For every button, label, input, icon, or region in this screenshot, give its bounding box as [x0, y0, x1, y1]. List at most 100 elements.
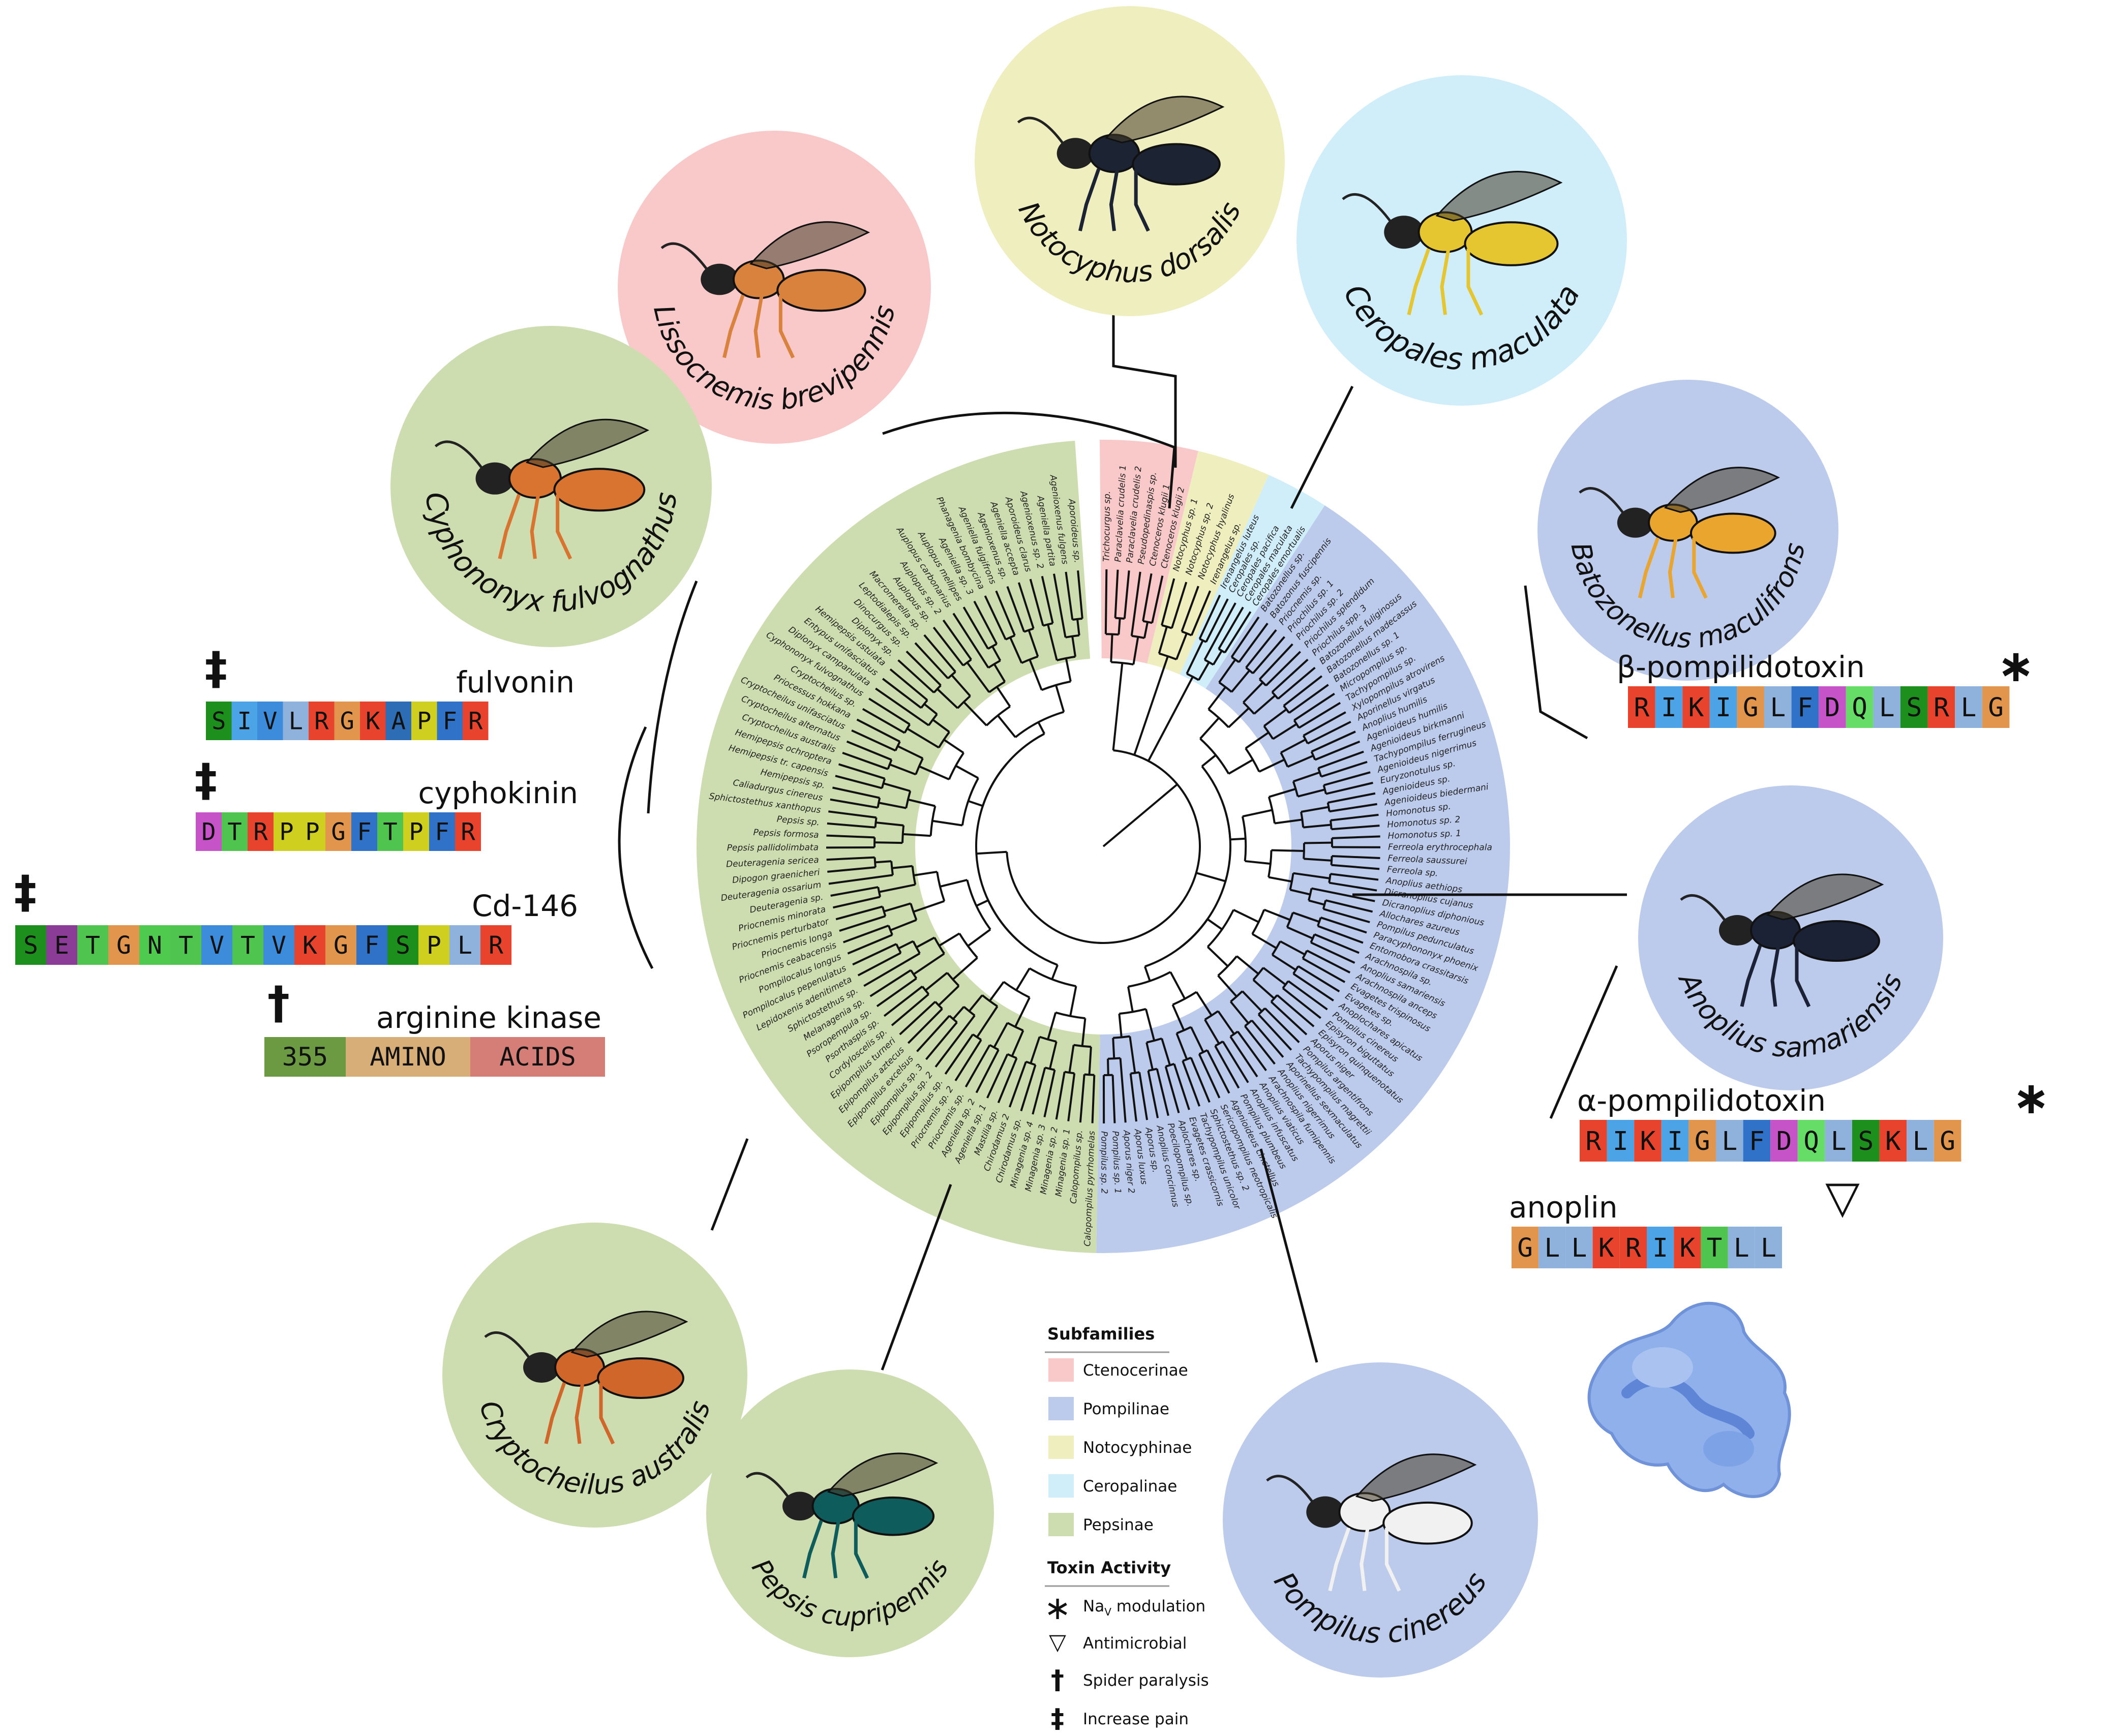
- triangle-down-icon: ▽: [1049, 1629, 1066, 1655]
- sequence-block: [346, 1037, 470, 1077]
- residue-cell: [351, 812, 377, 851]
- species-circle-pepsis: Pepsis cupripennis: [706, 1369, 994, 1657]
- activity-symbol-icon: ∗: [1997, 639, 2035, 692]
- residue-letter: K: [1640, 1126, 1656, 1156]
- activity-symbol-icon: †: [267, 977, 290, 1029]
- residue-letter: R: [1934, 693, 1949, 723]
- residue-cell: [1674, 1227, 1701, 1268]
- species-circle-batozonellus: Batozonellus maculifrons: [1537, 380, 1838, 681]
- residue-letter: Q: [1803, 1126, 1819, 1156]
- residue-cell: [170, 925, 201, 965]
- residue-letter: F: [1797, 693, 1813, 723]
- residue-letter: K: [1885, 1126, 1901, 1156]
- residue-letter: G: [1517, 1233, 1533, 1263]
- dagger-icon: †: [1051, 1665, 1064, 1695]
- residue-letter: T: [85, 931, 100, 960]
- residue-cell: [274, 812, 299, 851]
- residue-cell: [232, 925, 263, 965]
- residue-cell: [429, 812, 455, 851]
- legend-swatch-ctenocerinae: [1048, 1358, 1074, 1382]
- peptide-name: Cd-146: [472, 889, 578, 923]
- residue-letter: L: [1544, 1233, 1560, 1263]
- residue-letter: L: [1761, 1233, 1776, 1263]
- residue-cell: [1709, 686, 1737, 728]
- residue-cell: [449, 925, 480, 965]
- legend: Subfamilies Ctenocerinae Pompilinae Noto…: [1044, 1324, 1209, 1734]
- legend-item-antimicrobial: ▽ Antimicrobial: [1049, 1629, 1187, 1655]
- svg-text:NaV modulation: NaV modulation: [1083, 1597, 1205, 1618]
- connector-line: [618, 726, 654, 969]
- residue-cell: [480, 925, 511, 965]
- connector-line: [881, 1184, 952, 1370]
- residue-cell: [77, 925, 108, 965]
- sequence-block-label: 355: [282, 1042, 328, 1072]
- residue-cell: [299, 812, 325, 851]
- residue-cell: [325, 812, 351, 851]
- wasp-icon: [1266, 1453, 1477, 1592]
- residue-cell: [411, 702, 437, 740]
- residue-letter: G: [334, 931, 348, 960]
- residue-cell: [108, 925, 139, 965]
- residue-letter: F: [435, 818, 449, 846]
- residue-cell: [1688, 1120, 1716, 1162]
- residue-letter: V: [263, 708, 277, 736]
- residue-cell: [1728, 1227, 1755, 1268]
- residue-cell: [1819, 686, 1846, 728]
- sequence-block-label: ACIDS: [499, 1042, 576, 1072]
- residue-letter: L: [458, 931, 472, 960]
- residue-letter: L: [289, 708, 303, 736]
- residue-letter: L: [1572, 1233, 1587, 1263]
- residue-cell: [46, 925, 77, 965]
- residue-cell: [1701, 1227, 1728, 1268]
- wasp-icon: [1579, 467, 1780, 599]
- residue-letter: R: [1634, 693, 1649, 723]
- residue-cell: [356, 925, 387, 965]
- residue-letter: L: [1879, 693, 1895, 723]
- residue-letter: I: [1661, 693, 1677, 723]
- activity-symbol-icon: ‡: [205, 642, 227, 694]
- residue-cell: [1846, 686, 1874, 728]
- residue-letter: R: [1585, 1126, 1601, 1156]
- residue-letter: R: [461, 818, 475, 846]
- legend-swatch-pepsinae: [1048, 1513, 1074, 1536]
- legend-swatch-notocyphinae: [1048, 1436, 1074, 1459]
- species-circle-lissocnemis: Lissocnemis brevipennis: [618, 131, 931, 444]
- residue-cell: [387, 925, 418, 965]
- residue-letter: T: [1707, 1233, 1723, 1263]
- asterisk-icon: ∗: [1044, 1590, 1071, 1627]
- residue-letter: A: [391, 708, 406, 736]
- residue-cell: [1934, 1120, 1961, 1162]
- tree-tip-labels: Trichocurgus sp.Paraclavelia crudelis 1P…: [709, 465, 1492, 1246]
- residue-cell: [1565, 1227, 1593, 1268]
- legend-label-increase-pain: Increase pain: [1083, 1710, 1189, 1728]
- legend-swatch-pompilinae: [1048, 1397, 1074, 1420]
- connector-line: [1290, 385, 1354, 509]
- wasp-icon: [484, 1311, 688, 1445]
- subfamily-wedges: [697, 440, 1510, 1254]
- residue-cell: [1907, 1120, 1934, 1162]
- residue-letter: G: [1940, 1126, 1955, 1156]
- residue-cell: [463, 702, 489, 740]
- residue-letter: D: [1776, 1126, 1792, 1156]
- legend-label-spider-paralysis: Spider paralysis: [1083, 1671, 1209, 1690]
- sequence-block: [264, 1037, 346, 1077]
- residue-cell: [1607, 1120, 1635, 1162]
- residue-cell: [263, 925, 294, 965]
- residue-cell: [294, 925, 325, 965]
- residue-letter: G: [1743, 693, 1759, 723]
- residue-cell: [1716, 1120, 1743, 1162]
- residue-cell: [201, 925, 232, 965]
- residue-cell: [1873, 686, 1900, 728]
- residue-cell: [1955, 686, 1982, 728]
- residue-letter: S: [23, 931, 38, 960]
- residue-letter: L: [1734, 1233, 1749, 1263]
- residue-letter: L: [1770, 693, 1786, 723]
- residue-cell: [1852, 1120, 1880, 1162]
- residue-cell: [1982, 686, 2010, 728]
- residue-letter: G: [116, 931, 131, 960]
- wedge-pepsinae: [697, 440, 1103, 1253]
- residue-cell: [231, 702, 257, 740]
- residue-letter: S: [212, 708, 226, 736]
- tip-label: Pepsis pallidolimbata: [727, 842, 819, 853]
